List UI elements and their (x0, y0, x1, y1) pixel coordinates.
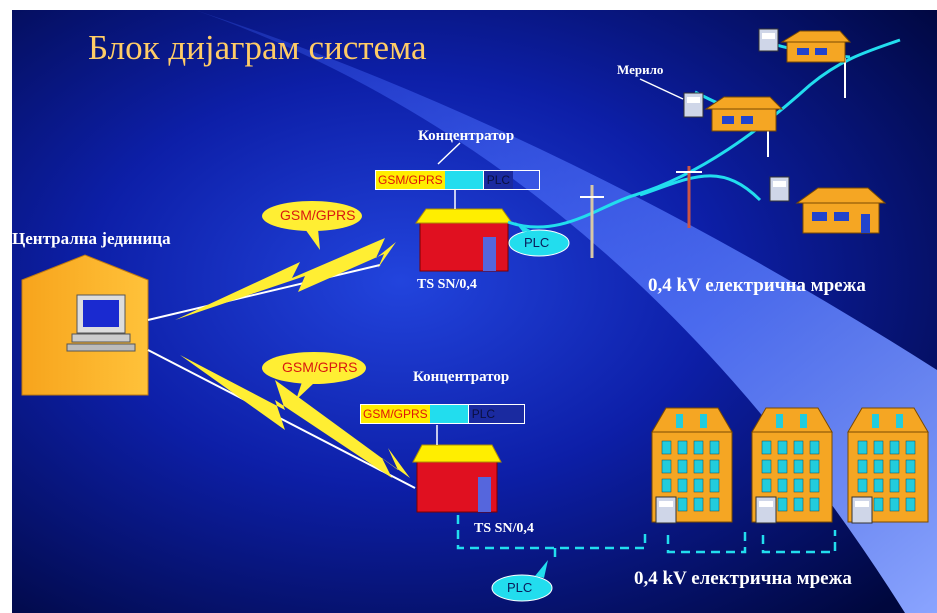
module-mid-segment (444, 171, 483, 189)
meter-icon (755, 496, 777, 524)
apartment-building (847, 407, 929, 524)
gsm-bubble-top (262, 201, 362, 250)
page-title: Блок дијаграм система (88, 28, 427, 67)
meter-icon (851, 496, 873, 524)
utility-pole-1 (580, 185, 604, 258)
substation-bottom (412, 444, 502, 513)
gsm-link-bottom (147, 349, 416, 489)
computer-icon (66, 294, 136, 352)
gsm-bubble-label-top: GSM/GPRS (280, 207, 356, 223)
light-beam (195, 10, 937, 613)
plc-bubble-label-top: PLC (524, 235, 550, 250)
substation-top (415, 208, 513, 272)
network-label-top: 0,4 kV електрична мрежа (648, 275, 866, 296)
module-gsm-segment: GSM/GPRS (361, 405, 430, 423)
gsm-bubble-bottom (262, 352, 366, 400)
apartment-building (651, 407, 733, 524)
meter-label: Мерило (617, 62, 664, 77)
apartment-building (751, 407, 833, 524)
plc-bubble-bottom (491, 560, 553, 602)
meter-icon (655, 496, 677, 524)
concentrator-label-top: Концентратор (418, 128, 515, 144)
concentrator-module-bottom: GSM/GPRS PLC (360, 404, 525, 424)
plc-bubble-label-bottom: PLC (507, 580, 533, 595)
module-gsm-segment: GSM/GPRS (376, 171, 445, 189)
meter-icon-3 (769, 176, 790, 202)
plc-dashed-network (456, 515, 837, 562)
network-label-bottom: 0,4 kV електрична мрежа (634, 568, 852, 589)
lightning-bolt-top (175, 238, 396, 320)
substation-label-top: TS SN/0,4 (417, 277, 477, 292)
plc-bubble-top (508, 222, 570, 257)
gsm-link-top (147, 264, 381, 321)
house-2 (704, 96, 784, 132)
module-plc-segment: PLC (482, 171, 514, 189)
substation-label-bottom: TS SN/0,4 (474, 521, 534, 536)
meter-icon-1 (758, 28, 779, 52)
meter-arrow (639, 78, 684, 100)
lightning-bolt-bottom (180, 355, 410, 478)
central-unit (21, 254, 149, 396)
concentrator-module-top: GSM/GPRS PLC (375, 170, 540, 190)
concentrator-arrow-top (437, 142, 461, 165)
central-unit-label: Централна јединица (12, 229, 171, 248)
module-mid-segment (429, 405, 468, 423)
module-plc-segment: PLC (467, 405, 524, 423)
meter-icon-2 (683, 92, 704, 118)
gsm-bubble-label-bottom: GSM/GPRS (282, 359, 358, 375)
house-3 (795, 187, 887, 234)
concentrator-label-bottom: Концентратор (413, 369, 510, 385)
apartment-buildings (651, 407, 929, 524)
house-1 (780, 30, 852, 63)
utility-pole-2 (676, 166, 702, 228)
